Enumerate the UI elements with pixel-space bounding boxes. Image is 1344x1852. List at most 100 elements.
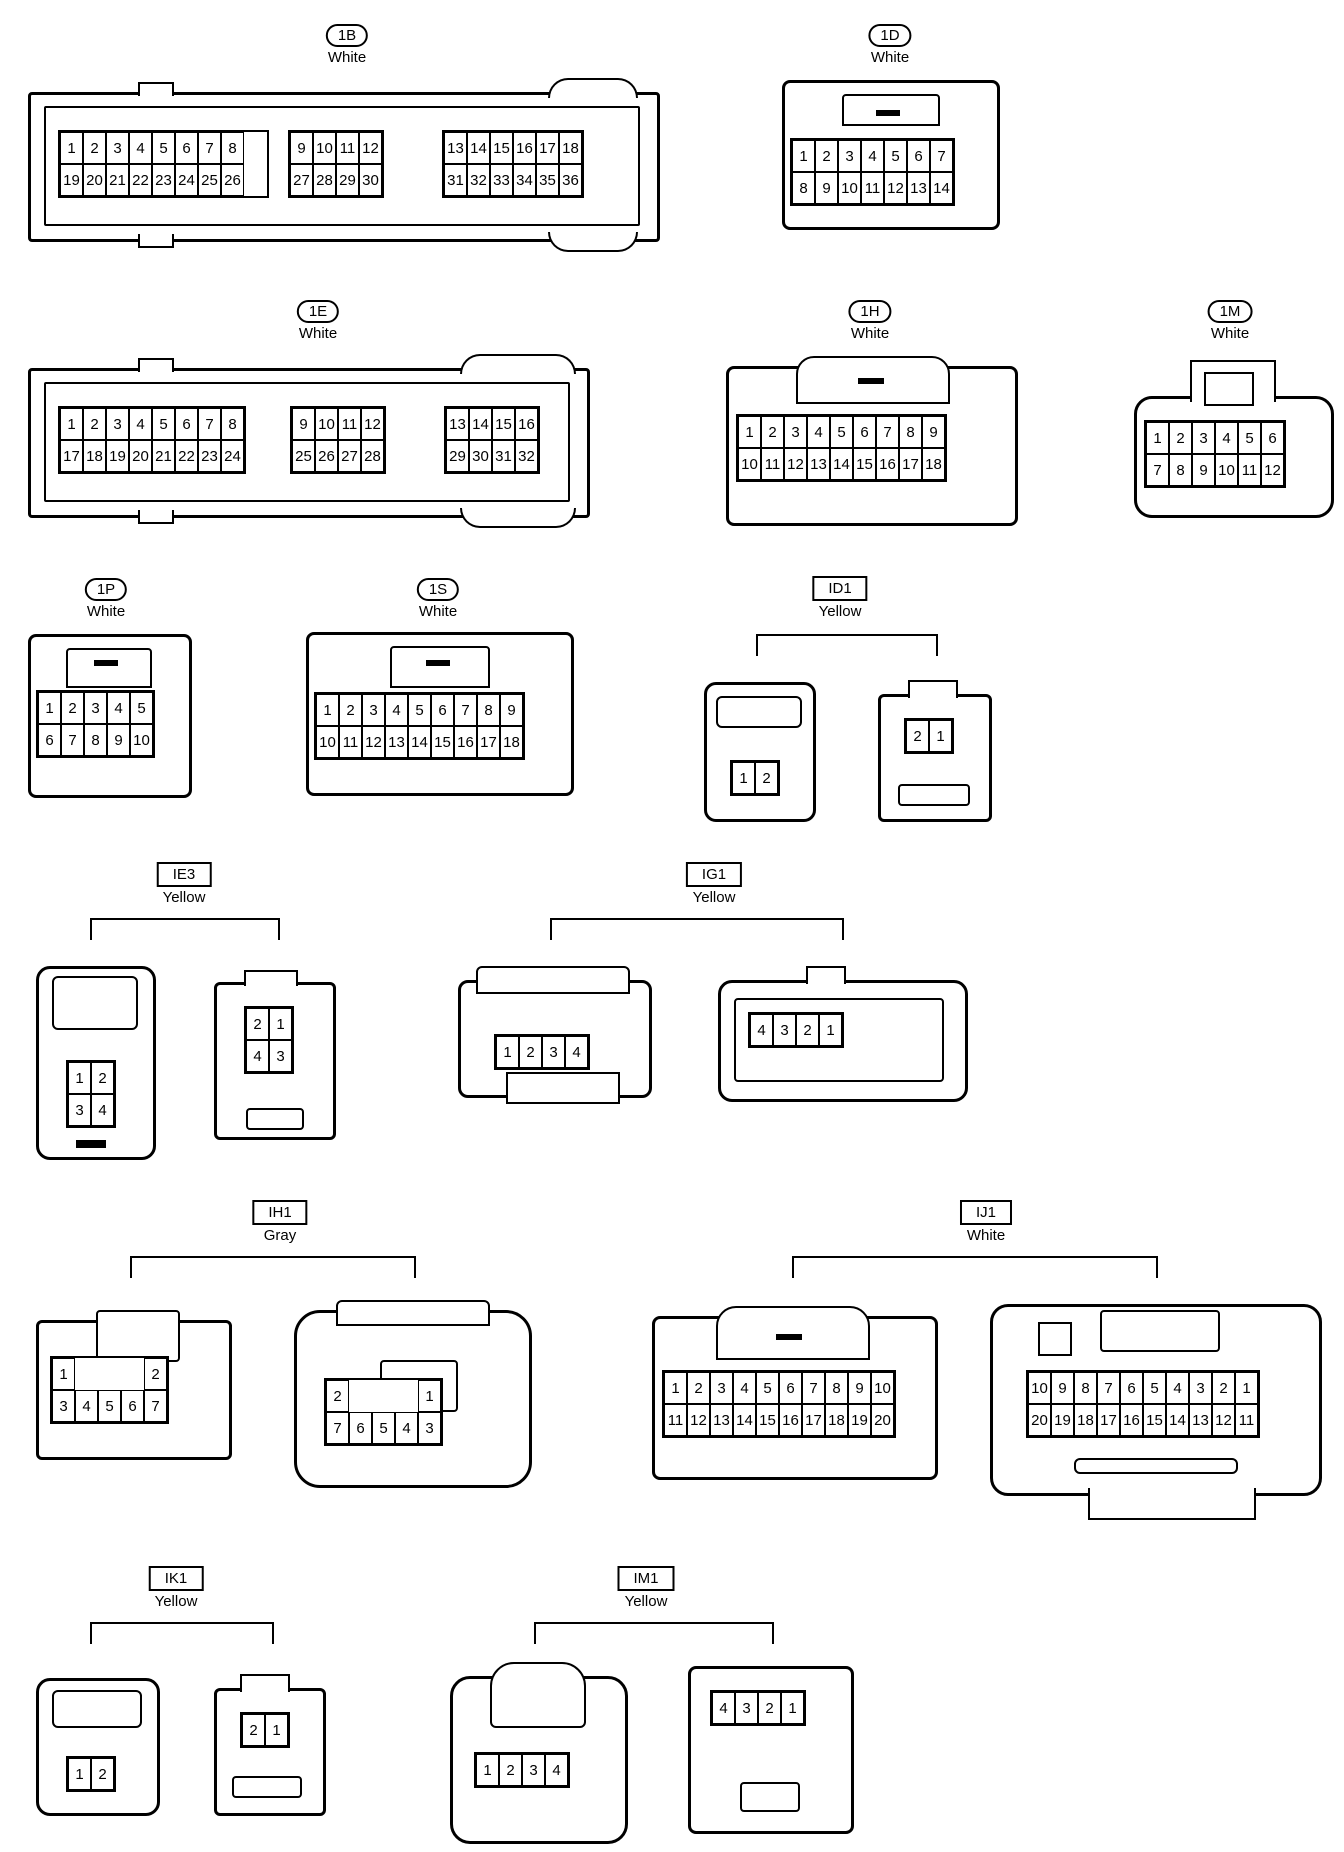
pin-cell: 2 xyxy=(761,416,784,448)
connector-bracket xyxy=(90,1622,274,1644)
pin-cell: 2 xyxy=(144,1358,167,1390)
connector-color: White xyxy=(850,325,890,342)
pin-cell: 21 xyxy=(106,164,129,196)
connector-color: Yellow xyxy=(154,1593,198,1610)
pin-cell: 6 xyxy=(175,408,198,440)
pin-cell: 27 xyxy=(338,440,361,472)
pin-cell: 10 xyxy=(315,408,338,440)
pin-cell: 4 xyxy=(91,1094,114,1126)
pin-cell: 3 xyxy=(52,1390,75,1422)
pin-cell: 28 xyxy=(361,440,384,472)
connector-ID1-header: ID1 Yellow xyxy=(812,576,868,621)
pin-cell: 9 xyxy=(815,172,838,204)
pin-cell: 20 xyxy=(129,440,152,472)
connector-color: White xyxy=(327,49,367,66)
pin-cell: 4 xyxy=(75,1390,98,1422)
pin-cell: 4 xyxy=(1166,1372,1189,1404)
pin-cell: 12 xyxy=(1212,1404,1235,1436)
pin-cell: 29 xyxy=(336,164,359,196)
pin-cell: 13 xyxy=(907,172,930,204)
pin-cell: 13 xyxy=(446,408,469,440)
connector-IJ1-header: IJ1 White xyxy=(959,1200,1013,1245)
pin-cell: 3 xyxy=(838,140,861,172)
pin-cell: 18 xyxy=(559,132,582,164)
pin-cell: 36 xyxy=(559,164,582,196)
pin-cell: 1 xyxy=(60,132,83,164)
pin-cell: 2 xyxy=(83,408,106,440)
connector-color: Yellow xyxy=(692,889,736,906)
pin-cell: 17 xyxy=(60,440,83,472)
pin-cell: 34 xyxy=(513,164,536,196)
connector-id-badge: 1S xyxy=(416,578,460,601)
pin-cell: 1 xyxy=(819,1014,842,1046)
pin-cell: 11 xyxy=(338,408,361,440)
pin-cell: 17 xyxy=(1097,1404,1120,1436)
pin-cell: 24 xyxy=(221,440,244,472)
pin-cell: 12 xyxy=(687,1404,710,1436)
pin-cell: 4 xyxy=(395,1412,418,1444)
pin-cell: 22 xyxy=(175,440,198,472)
pin-cell: 2 xyxy=(499,1754,522,1786)
pin-cell: 8 xyxy=(477,694,500,726)
connector-1P-header: 1P White xyxy=(84,578,128,621)
pin-cell: 12 xyxy=(361,408,384,440)
pin-cell: 3 xyxy=(106,132,129,164)
pin-cell: 19 xyxy=(60,164,83,196)
pin-cell: 16 xyxy=(1120,1404,1143,1436)
pin-cell: 24 xyxy=(175,164,198,196)
pin-cell: 3 xyxy=(269,1040,292,1072)
pin-cell: 5 xyxy=(152,132,175,164)
pin-cell: 5 xyxy=(830,416,853,448)
pin-cell: 8 xyxy=(899,416,922,448)
pin-cell: 9 xyxy=(292,408,315,440)
pin-cell: 4 xyxy=(129,408,152,440)
pin-cell: 11 xyxy=(1235,1404,1258,1436)
pin-cell: 3 xyxy=(710,1372,733,1404)
pin-cell: 27 xyxy=(290,164,313,196)
connector-IH1-header: IH1 Gray xyxy=(252,1200,308,1245)
pin-cell: 35 xyxy=(536,164,559,196)
pin-cell: 5 xyxy=(130,692,153,724)
pin-cell: 23 xyxy=(152,164,175,196)
pin-cell: 6 xyxy=(907,140,930,172)
pin-cell: 9 xyxy=(107,724,130,756)
pin-cell: 10 xyxy=(738,448,761,480)
pin-cell: 9 xyxy=(1051,1372,1074,1404)
pin-cell: 5 xyxy=(372,1412,395,1444)
pin-cell: 32 xyxy=(515,440,538,472)
pin-cell xyxy=(98,1358,121,1390)
pin-cell: 4 xyxy=(861,140,884,172)
pin-cell: 14 xyxy=(830,448,853,480)
connector-id-badge: 1E xyxy=(296,300,340,323)
pin-cell: 6 xyxy=(779,1372,802,1404)
pin-cell: 14 xyxy=(930,172,953,204)
pin-cell: 5 xyxy=(152,408,175,440)
pin-cell xyxy=(75,1358,98,1390)
connector-id-badge: IJ1 xyxy=(959,1200,1013,1225)
pin-cell: 18 xyxy=(83,440,106,472)
connector-id-badge: IM1 xyxy=(617,1566,675,1591)
pin-cell xyxy=(395,1380,418,1412)
pin-cell: 6 xyxy=(38,724,61,756)
pin-cell: 31 xyxy=(444,164,467,196)
pin-cell: 10 xyxy=(838,172,861,204)
pin-cell: 4 xyxy=(1215,422,1238,454)
pin-cell xyxy=(244,132,267,164)
pin-cell: 1 xyxy=(792,140,815,172)
pin-cell: 30 xyxy=(359,164,382,196)
connector-id-badge: 1D xyxy=(868,24,912,47)
connector-color: White xyxy=(870,49,910,66)
pin-cell: 1 xyxy=(269,1008,292,1040)
pin-cell: 14 xyxy=(469,408,492,440)
pin-cell: 3 xyxy=(735,1692,758,1724)
pin-cell: 1 xyxy=(781,1692,804,1724)
pin-cell: 12 xyxy=(1261,454,1284,486)
pin-cell: 6 xyxy=(431,694,454,726)
